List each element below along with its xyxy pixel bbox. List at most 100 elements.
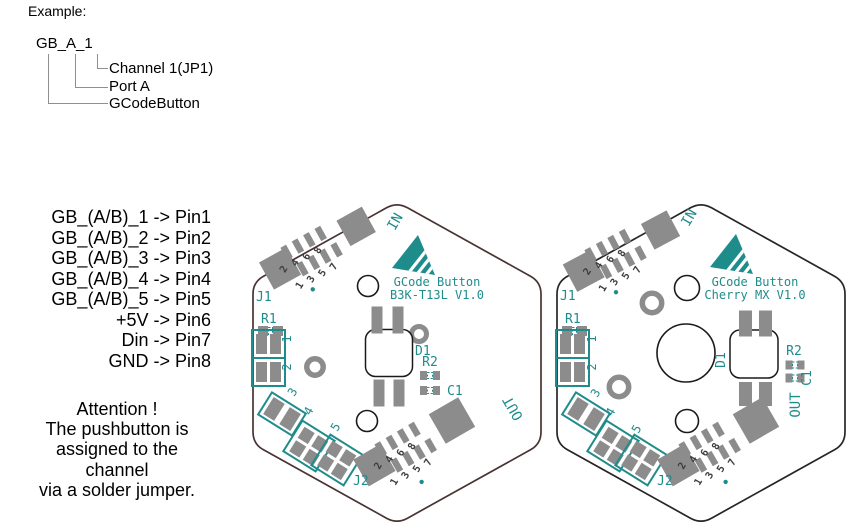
j1-label: J1	[256, 290, 272, 305]
pin-number: 4	[688, 454, 701, 465]
pin-number: 4	[384, 454, 397, 465]
pin-number: 8	[616, 248, 629, 259]
pad	[583, 407, 605, 431]
attention-note: Attention ! The pushbutton is assigned t…	[8, 399, 226, 500]
pad	[302, 448, 320, 467]
pin1-marker	[613, 290, 619, 295]
pad	[622, 251, 636, 267]
pad	[297, 426, 315, 445]
board-variant: Cherry MX V1.0	[704, 288, 805, 302]
pad	[428, 397, 476, 444]
pad	[401, 450, 415, 467]
legend-port: Port A	[109, 78, 150, 95]
d1-label: D1	[415, 344, 431, 359]
pad	[330, 242, 343, 258]
pad	[371, 306, 383, 334]
pad	[732, 397, 780, 444]
pad	[280, 244, 293, 261]
pin-number: 1	[597, 283, 610, 294]
pad	[314, 225, 327, 242]
switch-center-hole	[656, 323, 716, 383]
pad	[270, 362, 281, 382]
pad	[785, 360, 793, 370]
pin1-marker	[723, 479, 728, 485]
pad	[593, 440, 611, 458]
pad	[374, 441, 388, 457]
pad	[584, 247, 597, 263]
pin-number: 5	[317, 268, 330, 279]
mounting-hole	[355, 409, 379, 433]
pin-number: 3	[305, 274, 318, 285]
board-variant: B3K-T13L V1.0	[390, 288, 484, 302]
pad	[353, 444, 396, 487]
pad	[634, 462, 652, 481]
pin-number: 2	[278, 264, 291, 275]
pin-number: 4	[593, 260, 606, 271]
r2-body	[427, 372, 433, 379]
pin-number: 7	[726, 457, 739, 468]
pin-number: 1	[294, 280, 307, 291]
pad	[657, 444, 700, 487]
pad	[373, 379, 385, 407]
tree-line-channel	[97, 54, 108, 69]
pad	[797, 373, 805, 383]
pin-assignment-line: GND -> Pin8	[108, 350, 211, 371]
attention-line: channel	[85, 459, 149, 480]
pin-number: 6	[699, 448, 712, 459]
board-title: GCode Button	[712, 275, 799, 289]
pin-number: 6	[395, 448, 408, 459]
pad	[739, 382, 752, 406]
pin-number: 7	[328, 261, 341, 272]
mounting-hole	[673, 274, 701, 302]
in-label: IN	[678, 207, 700, 230]
pcb-board-cherry-mx: 2 4 6 8 1 3 5 7 IN J1 GCode Button Cherr…	[555, 204, 846, 522]
via-ring	[606, 374, 632, 400]
solder-jumper-2	[251, 357, 286, 387]
pad	[296, 261, 309, 277]
pad	[311, 435, 329, 453]
attention-line: Attention !	[76, 399, 158, 419]
pin-assignment-line: +5V -> Pin6	[115, 309, 211, 330]
pad	[629, 440, 647, 459]
solder-jumper-5	[613, 433, 669, 487]
pin-number: 1	[693, 477, 706, 488]
solder-jumper-3	[256, 390, 308, 438]
c1-body	[427, 387, 433, 394]
pad	[279, 407, 301, 431]
connector-j2: 2 4 6 8 1 3 5 7	[353, 397, 476, 488]
pad	[319, 248, 332, 264]
pad	[574, 362, 585, 382]
pushbutton-outline	[729, 329, 779, 379]
pin-number: 5	[620, 271, 633, 282]
j1-label: J1	[560, 289, 576, 304]
pad	[759, 310, 772, 337]
pad	[601, 426, 619, 445]
c1-body	[792, 374, 798, 382]
r2-label: R2	[422, 355, 438, 370]
r1-label: R1	[565, 312, 581, 327]
pad	[330, 462, 348, 481]
mounting-hole	[674, 408, 700, 434]
pin-number: 1	[389, 477, 402, 488]
pad	[611, 257, 624, 274]
pad	[607, 234, 620, 251]
pad	[385, 434, 399, 451]
pad	[317, 454, 335, 472]
pad	[728, 437, 741, 454]
example-heading: Example:	[28, 3, 87, 19]
pad	[678, 441, 692, 457]
jumper-number: 2	[585, 363, 599, 370]
pad	[785, 373, 793, 383]
attention-line: The pushbutton is	[45, 419, 189, 440]
pin-number: 8	[312, 245, 325, 256]
c1-label: C1	[800, 370, 815, 386]
pin-number: 7	[632, 265, 645, 276]
pad	[599, 263, 613, 280]
pin-assignment-line: GB_(A/B)_1 -> Pin1	[51, 207, 211, 227]
pin-number: 3	[704, 470, 717, 481]
pad	[700, 428, 714, 444]
j2-label: J2	[657, 474, 673, 489]
pad	[618, 228, 632, 245]
pad	[424, 437, 437, 454]
pad	[621, 454, 639, 472]
